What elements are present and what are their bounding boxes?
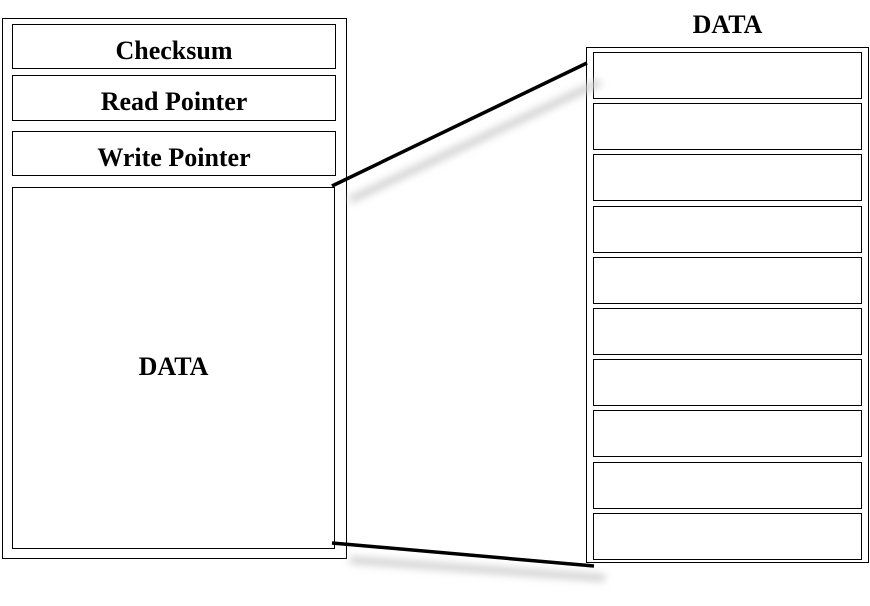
- data-slot: [593, 461, 862, 509]
- data-slot: [593, 308, 862, 355]
- write-pointer-field: Write Pointer: [12, 131, 336, 176]
- connector-top-line: [331, 61, 588, 188]
- data-slot: [593, 359, 862, 407]
- read-pointer-field: Read Pointer: [12, 75, 336, 121]
- expanded-data-title: DATA: [692, 10, 763, 39]
- data-region-label: DATA: [138, 352, 209, 381]
- connector-top-shadow: [348, 78, 602, 204]
- connector-bottom-shadow: [349, 556, 606, 582]
- data-slot: [593, 512, 862, 560]
- checksum-field: Checksum: [12, 24, 336, 69]
- write-pointer-label: Write Pointer: [97, 143, 251, 172]
- data-slot: [593, 205, 862, 253]
- data-slot: [593, 410, 862, 458]
- data-slot: [593, 103, 862, 151]
- data-region: DATA: [12, 187, 335, 549]
- checksum-label: Checksum: [115, 36, 233, 65]
- read-pointer-label: Read Pointer: [100, 87, 248, 116]
- data-slot: [593, 154, 862, 202]
- connector-bottom-line: [331, 541, 595, 568]
- data-slot: [593, 52, 862, 99]
- data-slot: [593, 256, 862, 304]
